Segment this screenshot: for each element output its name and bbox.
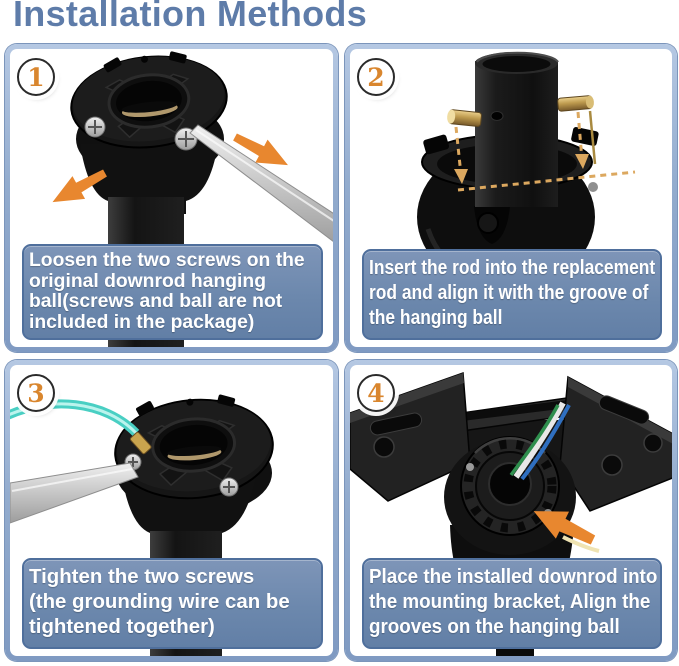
step-panel-1: 1 Loosen the two screws on the original …: [5, 44, 338, 352]
grounding-wire: [10, 399, 152, 455]
alignment-dashed-lines: [454, 111, 636, 192]
step-panel-4: 4 Place the installed downrod into the m…: [345, 360, 677, 661]
screwdriver: [10, 462, 139, 524]
arrow-right-icon: [233, 133, 288, 166]
step-caption-4: Place the installed downrod into the mou…: [362, 558, 662, 649]
step-caption-1: Loosen the two screws on the original do…: [22, 244, 323, 340]
step-caption-3: Tighten the two screws (the grounding wi…: [22, 558, 323, 649]
step3-photo-tighten-screws: [10, 394, 274, 656]
step-number-2: 2: [357, 58, 395, 96]
screwdriver: [189, 124, 333, 242]
step-caption-2: Insert the rod into the replacement rod …: [362, 249, 662, 340]
brass-pin: [447, 95, 597, 165]
arrow-left-icon: [52, 169, 107, 203]
page-title: Installation Methods: [13, 0, 368, 34]
step-number-3: 3: [17, 374, 55, 412]
arrow-icon: [533, 511, 596, 545]
step-number-1: 1: [17, 58, 55, 96]
step-panel-2: 2 Insert the rod into the replacement ro…: [345, 44, 677, 352]
step-panel-3: 3 Tighten the two screws (the grounding …: [5, 360, 338, 661]
step4-photo-mounting-bracket: [350, 371, 672, 656]
ball-screw-left: [84, 116, 106, 138]
ball-screw-right: [219, 477, 239, 497]
step-number-4: 4: [357, 374, 395, 412]
wires: [509, 401, 600, 553]
